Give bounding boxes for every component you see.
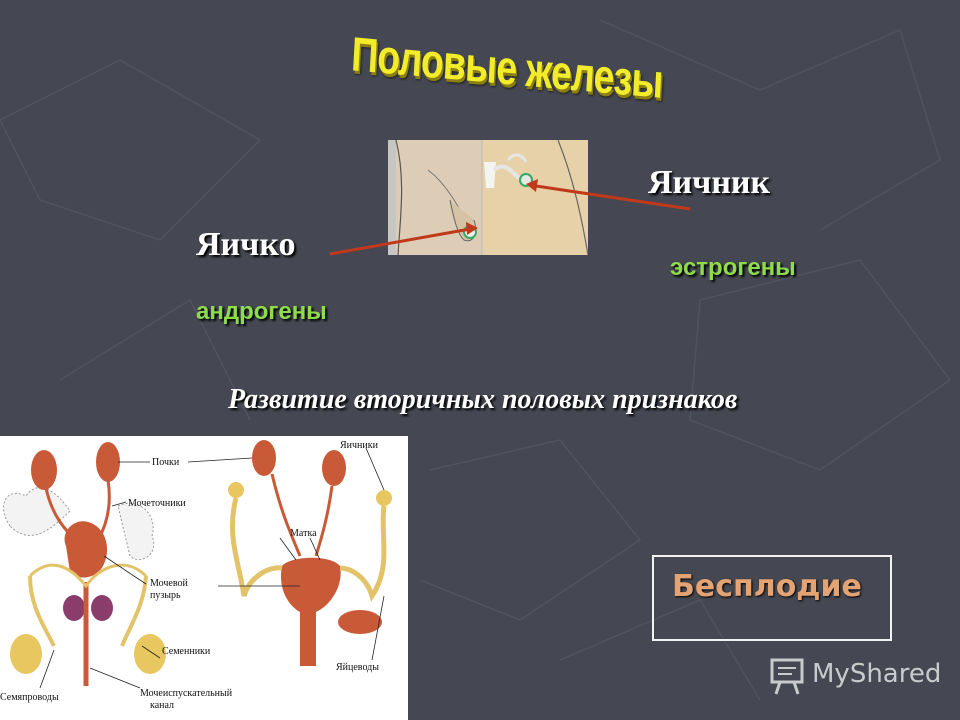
bladder — [64, 521, 108, 578]
reproductive-system-diagram: Почки Мочеточники Мочевой пузырь Семенни… — [0, 436, 408, 720]
label-urethra-1: Мочеиспускательный — [140, 688, 233, 699]
female-system-drawing — [228, 440, 392, 666]
label-urethra-2: канал — [150, 700, 174, 711]
uterus-shape — [280, 557, 341, 666]
torso-illustration — [388, 140, 588, 255]
male-kidney-left — [31, 450, 57, 490]
label-vas-deferens: Семяпроводы — [0, 692, 59, 703]
presentation-board-icon — [770, 658, 804, 695]
label-bladder-2: пузырь — [150, 590, 181, 601]
label-fallopian: Яйцеводы — [336, 662, 379, 673]
watermark-text: MyShared — [812, 659, 942, 689]
ovary-label: Яичник — [648, 164, 771, 201]
infertility-box: Бесплодие — [652, 555, 892, 641]
testis-hormone: андрогены — [196, 298, 327, 325]
label-uterus: Матка — [290, 528, 317, 539]
male-system-drawing — [2, 442, 166, 686]
slide-subtitle: Развитие вторичных половых признаков — [228, 384, 738, 415]
male-kidney-right — [96, 442, 120, 482]
watermark-logo: MyShared — [768, 656, 942, 696]
label-ovaries: Яичники — [340, 440, 379, 451]
testis-left — [10, 634, 42, 674]
label-kidneys: Почки — [152, 457, 180, 468]
label-bladder-1: Мочевой — [150, 578, 189, 589]
testis-label: Яичко — [196, 226, 296, 263]
infertility-label: Бесплодие — [672, 569, 862, 604]
label-testes: Семенники — [162, 646, 211, 657]
testis-right — [134, 634, 166, 674]
label-ureters: Мочеточники — [128, 498, 186, 509]
ovary-hormone: эстрогены — [670, 254, 796, 281]
